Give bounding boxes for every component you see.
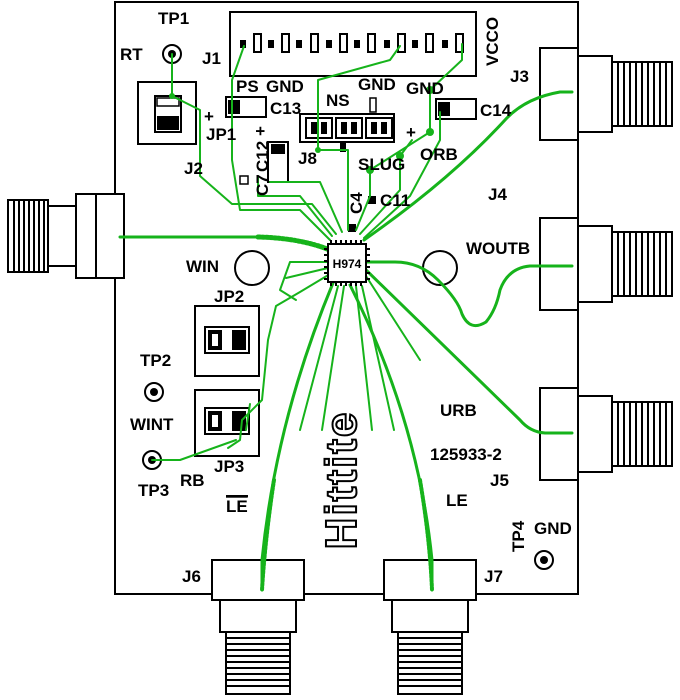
sma-connector-left [7,193,125,279]
label-win: WIN [186,257,219,276]
label-jp3: JP3 [214,457,244,476]
logo-text: Hittite [317,411,366,550]
label-j2: J2 [184,159,203,178]
label-jp2: JP2 [214,287,244,306]
jumper-jp3 [194,389,260,457]
capacitor-c14 [435,98,477,120]
label-j6: J6 [182,567,201,586]
label-j7: J7 [484,567,503,586]
label-orb: ORB [420,145,458,164]
label-j8: J8 [298,149,317,168]
label-wint: WINT [130,415,174,434]
label-c11: C11 [380,191,410,210]
label-c4: C4 [347,192,366,214]
sma-connector-j3 [539,47,673,141]
test-point-tp4 [534,550,554,570]
label-gnd-b: GND [358,75,396,94]
ic-chip: H974 [324,240,370,286]
label-vcco: VCCO [483,17,502,66]
label-j3: J3 [510,67,529,86]
label-plus-c: + [251,126,270,136]
label-j4: J4 [488,185,507,204]
ic-label: H974 [333,257,362,271]
label-rb: RB [180,471,205,490]
label-rt: RT [120,45,143,64]
jumper-j8 [299,97,395,152]
sma-connector-j5 [539,387,673,481]
jumper-rt [137,81,197,145]
label-woutb: WOUTB [466,239,530,258]
label-tp3: TP3 [138,481,169,500]
vias [169,86,434,174]
label-ps: PS [236,77,259,96]
label-gnd-tp4: GND [534,519,572,538]
label-le-left: LE [226,497,248,516]
label-j5: J5 [490,471,509,490]
label-j1: J1 [202,49,221,68]
label-c7: C7 [253,174,272,196]
label-c13: C13 [270,99,301,118]
fiducial-left [234,250,270,286]
label-tp1: TP1 [158,9,189,28]
label-gnd-c: GND [406,79,444,98]
label-plus-b: + [406,123,416,142]
label-tp4: TP4 [509,520,528,552]
pad-c4 [348,224,356,232]
pad-c11 [368,196,376,204]
label-c12: C12 [253,141,272,172]
test-point-tp2 [144,382,164,402]
pad-c7 [239,175,249,185]
label-plus-a: + [204,107,214,126]
label-gnd-a: GND [266,77,304,96]
sma-connector-j4 [539,217,673,311]
label-slug: SLUG [358,155,405,174]
header-j1 [229,11,477,77]
label-le-right: LE [446,491,468,510]
label-jp1: JP1 [206,125,236,144]
label-ns: NS [326,91,350,110]
hittite-logo: Hittite [316,410,367,551]
label-part-number: 125933-2 [430,445,502,464]
label-c14: C14 [480,101,512,120]
label-tp2: TP2 [140,351,171,370]
jumper-jp2 [194,305,260,377]
sma-connector-j6 [211,559,305,695]
label-urb: URB [440,401,477,420]
